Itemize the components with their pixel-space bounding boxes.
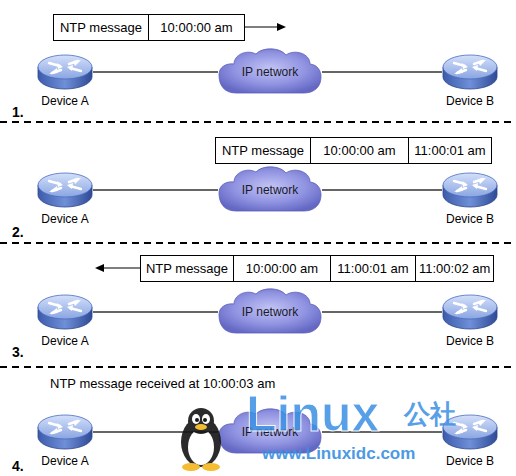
message-field: 11:00:02 am: [415, 256, 493, 281]
message-field: 10:00:00 am: [310, 138, 408, 163]
router-device: Device B: [442, 294, 498, 330]
message-field: 11:00:01 am: [408, 138, 491, 163]
message-field: 11:00:01 am: [330, 256, 415, 281]
device-label: Device B: [446, 334, 494, 348]
panel-divider: [0, 121, 516, 123]
message-field: NTP message: [54, 15, 148, 40]
message-direction-arrow: [245, 23, 286, 31]
network-label: IP network: [242, 183, 298, 197]
network-link: [322, 189, 442, 191]
network-link: [93, 189, 218, 191]
network-link: [93, 311, 218, 313]
panel-divider: [0, 242, 516, 244]
network-label: IP network: [242, 65, 298, 79]
device-label: Device A: [41, 94, 88, 108]
message-box: NTP message10:00:00 am: [53, 14, 245, 41]
network-link: [322, 311, 442, 313]
network-cloud: IP network: [218, 287, 322, 337]
device-label: Device B: [446, 454, 494, 468]
watermark: Linux: [246, 386, 379, 444]
panel-number: 3.: [12, 344, 24, 360]
watermark: www.Linuxidc.com: [262, 444, 415, 464]
router-icon: [37, 172, 93, 208]
message-field: 10:00:00 am: [233, 256, 330, 281]
device-label: Device A: [41, 454, 88, 468]
message-box: NTP message10:00:00 am11:00:01 am: [215, 137, 492, 164]
panel-number: 2.: [12, 224, 24, 240]
device-label: Device A: [41, 212, 88, 226]
message-field: 10:00:00 am: [148, 15, 244, 40]
router-icon: [37, 54, 93, 90]
device-label: Device A: [41, 334, 88, 348]
router-icon: [442, 172, 498, 208]
network-link: [93, 71, 218, 73]
network-label: IP network: [242, 305, 298, 319]
router-device: Device A: [37, 294, 93, 330]
router-icon: [37, 414, 93, 450]
message-box: NTP message10:00:00 am11:00:01 am11:00:0…: [140, 255, 494, 282]
watermark: 公社: [404, 400, 456, 430]
router-icon: [37, 294, 93, 330]
event-note: NTP message received at 10:00:03 am: [50, 377, 275, 392]
device-label: Device B: [446, 212, 494, 226]
network-link: [322, 71, 442, 73]
panel-divider: [0, 366, 516, 368]
router-device: Device A: [37, 172, 93, 208]
network-cloud: IP network: [218, 165, 322, 215]
panel-number: 1.: [12, 104, 24, 120]
router-device: Device A: [37, 54, 93, 90]
panel-number: 4.: [12, 458, 24, 474]
message-field: NTP message: [141, 256, 233, 281]
device-label: Device B: [446, 94, 494, 108]
penguin-watermark: [181, 408, 221, 471]
message-field: NTP message: [216, 138, 310, 163]
router-icon: [442, 54, 498, 90]
router-device: Device B: [442, 54, 498, 90]
router-icon: [442, 294, 498, 330]
network-link: [93, 431, 218, 433]
message-direction-arrow: [95, 264, 140, 272]
network-cloud: IP network: [218, 47, 322, 97]
router-device: Device A: [37, 414, 93, 450]
router-device: Device B: [442, 172, 498, 208]
